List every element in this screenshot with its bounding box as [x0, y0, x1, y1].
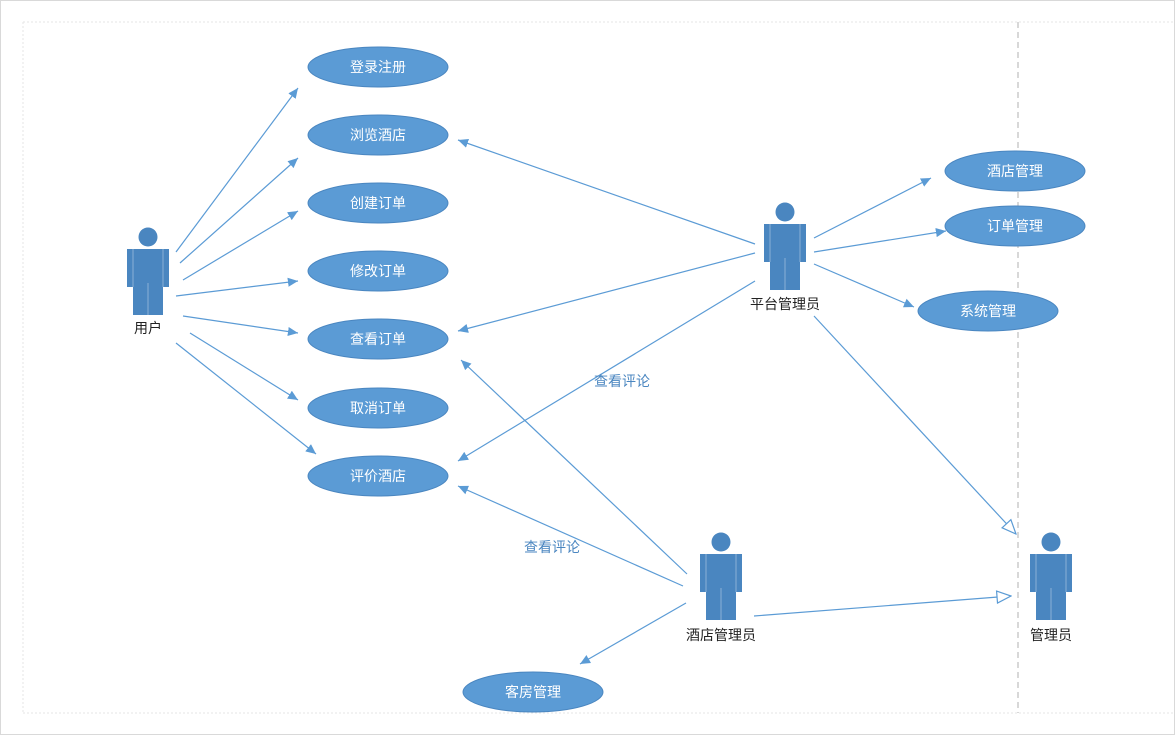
edge-platform-view-order: [457, 252, 756, 333]
actor-admin-icon: [1030, 532, 1072, 620]
edge-platform-browse: [457, 139, 756, 245]
actor-platform-admin-label: 平台管理员: [750, 297, 820, 313]
actor-admin-label: 管理员: [1030, 628, 1072, 644]
actor-platform-admin[interactable]: 平台管理员: [750, 202, 820, 314]
use-case-view-order-label: 查看订单: [350, 332, 406, 348]
use-case-browse-hotels-label: 浏览酒店: [350, 128, 406, 144]
use-case-order-management[interactable]: 订单管理: [944, 205, 1086, 247]
edge-user-login: [175, 87, 299, 253]
edge-user-view-order: [182, 315, 299, 337]
edge-hotel-view-order: [460, 359, 688, 575]
edge-hotel-room-mgmt: [579, 602, 687, 665]
actor-user-label: 用户: [134, 320, 162, 337]
use-case-view-order[interactable]: 查看订单: [307, 318, 449, 360]
edge-user-review: [175, 342, 317, 455]
edge-user-browse: [179, 157, 299, 264]
use-case-room-management-label: 客房管理: [505, 684, 561, 701]
actor-hotel-admin[interactable]: 酒店管理员: [686, 532, 756, 645]
use-case-order-management-label: 订单管理: [987, 219, 1043, 235]
use-case-browse-hotels[interactable]: 浏览酒店: [307, 114, 449, 156]
use-case-modify-order[interactable]: 修改订单: [307, 250, 449, 292]
actor-platform-admin-icon: [764, 202, 806, 290]
use-case-create-order-label: 创建订单: [350, 196, 406, 212]
use-case-hotel-management-label: 酒店管理: [987, 164, 1043, 180]
use-case-login-label: 登录注册: [350, 60, 406, 76]
use-case-room-management[interactable]: 客房管理: [462, 671, 604, 713]
actor-admin[interactable]: 管理员: [1030, 532, 1072, 645]
edge-hotel-admin-generalization: [753, 596, 1011, 617]
actor-hotel-admin-icon: [700, 532, 742, 620]
edge-platform-hotel-mgmt: [813, 177, 932, 239]
use-case-system-management-label: 系统管理: [960, 304, 1016, 320]
actor-hotel-admin-label: 酒店管理员: [686, 628, 756, 644]
edge-user-create: [182, 210, 299, 281]
edges-layer: 查看评论 查看评论: [175, 87, 1016, 665]
edge-label-hotel-view-reviews: 查看评论: [524, 540, 580, 556]
use-case-cancel-order[interactable]: 取消订单: [307, 387, 449, 429]
actor-user-icon: [127, 227, 169, 315]
actor-user[interactable]: 用户: [127, 227, 169, 338]
use-case-modify-order-label: 修改订单: [350, 264, 406, 280]
use-case-review-hotel-label: 评价酒店: [350, 469, 406, 485]
edge-label-platform-view-reviews: 查看评论: [594, 374, 650, 390]
use-case-review-hotel[interactable]: 评价酒店: [307, 455, 449, 497]
edge-platform-admin-generalization: [813, 315, 1016, 534]
use-case-system-management[interactable]: 系统管理: [917, 290, 1059, 332]
use-case-cancel-order-label: 取消订单: [350, 401, 406, 417]
edge-hotel-review: [457, 485, 684, 587]
use-case-hotel-management[interactable]: 酒店管理: [944, 150, 1086, 192]
actors-layer: 用户 平台管理员 酒店管理员: [127, 202, 1072, 645]
use-case-create-order[interactable]: 创建订单: [307, 182, 449, 224]
edge-platform-order-mgmt: [813, 228, 947, 253]
edge-user-modify: [175, 277, 299, 297]
use-case-login[interactable]: 登录注册: [307, 46, 449, 88]
edge-platform-system-mgmt: [813, 263, 915, 308]
edge-platform-review: [457, 280, 756, 462]
edge-user-cancel: [189, 332, 299, 401]
use-cases-layer: 登录注册 浏览酒店 创建订单 修改订单 查看订单 取消订单 评价酒店 酒店管理: [307, 46, 1086, 713]
